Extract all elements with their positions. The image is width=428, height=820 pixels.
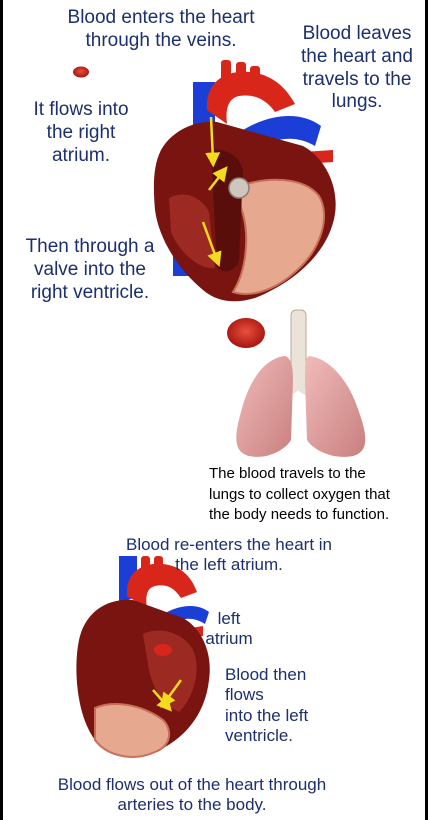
lung-right [236,356,293,457]
label-blood-enters: Blood enters the heart through the veins… [41,7,281,53]
blood-cell-large [227,318,265,348]
heart-wall [233,180,324,294]
label-blood-reenters: Blood re-enters the heart in the left at… [99,535,359,576]
heart-bottom [76,556,209,757]
valve-top [229,178,249,198]
label-left-atrium: left atrium [197,609,261,650]
label-blood-leaves: Blood leaves the heart and travels to th… [289,23,425,114]
valve-bottom [154,644,172,656]
label-right-ventricle: Then through a valve into the right vent… [8,236,172,304]
label-blood-out: Blood flows out of the heart through art… [27,775,357,816]
blood-cell-small [73,67,89,78]
aorta-branch-3 [250,66,260,90]
lung-left [305,356,365,457]
label-lungs-caption: The blood travels to the lungs to collec… [209,464,427,526]
label-left-ventricle: Blood then flows into the left ventricle… [225,665,345,747]
aorta-branch-2 [236,62,246,86]
aorta-branch-1 [221,60,231,86]
trachea [291,310,306,388]
label-right-atrium: It flows into the right atrium. [9,99,153,167]
